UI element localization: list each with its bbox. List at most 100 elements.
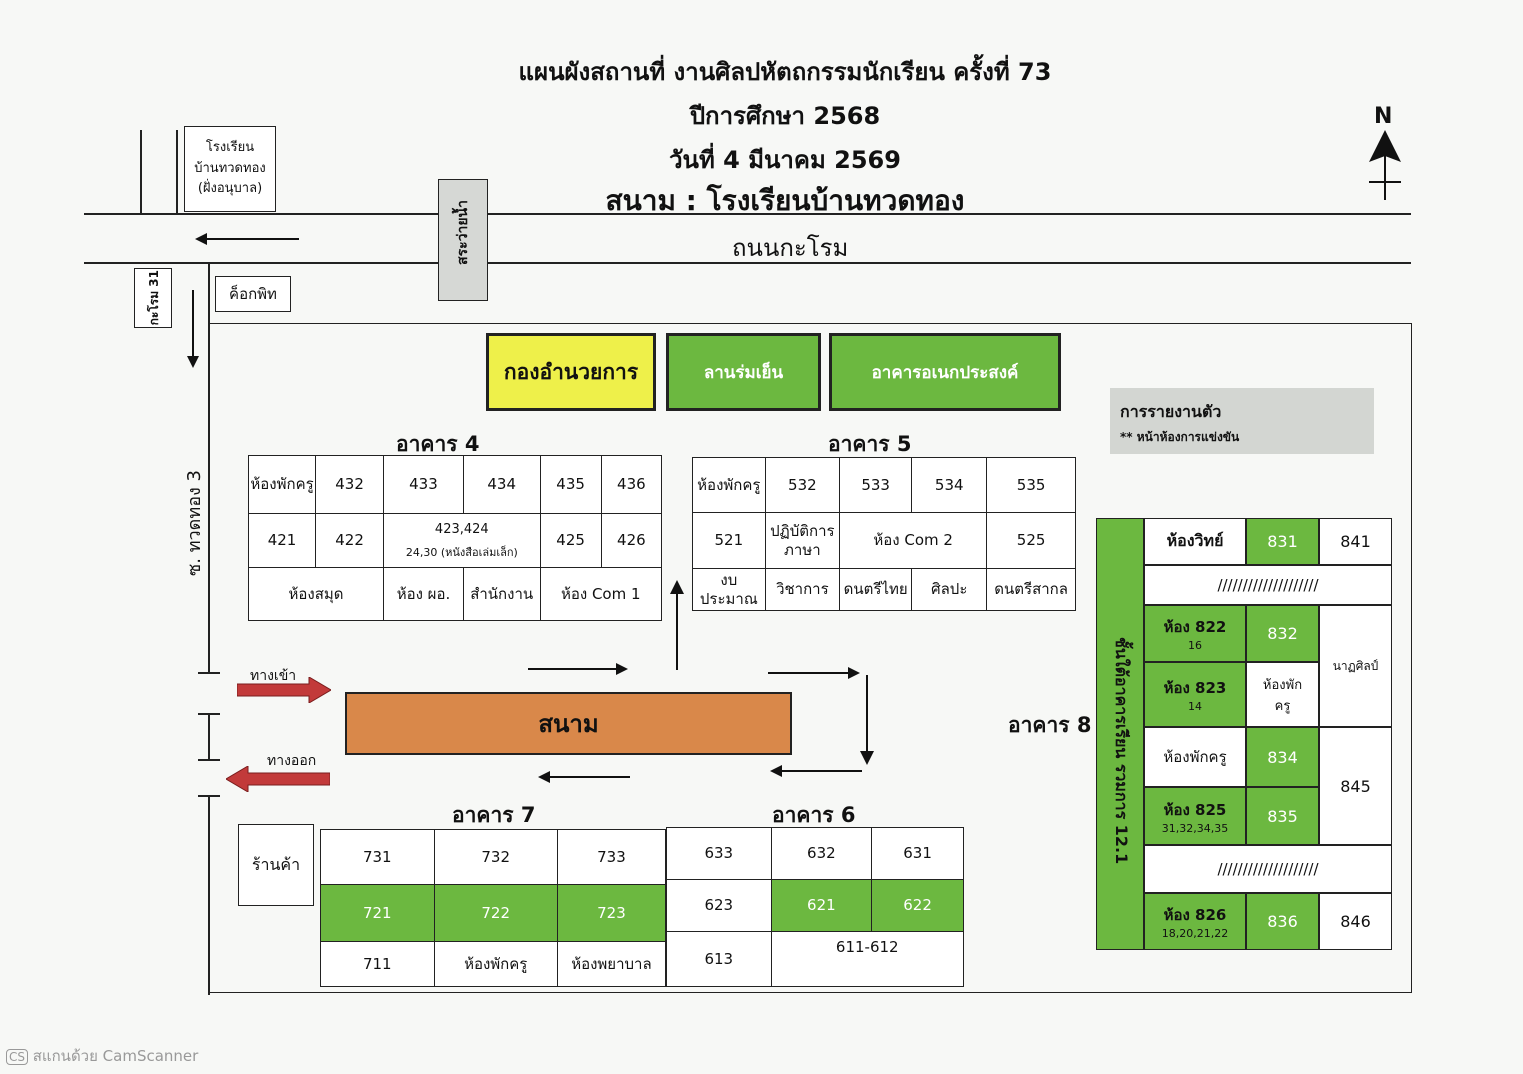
b5-thai-music: ดนตรีไทย — [839, 568, 913, 611]
b8-teacher-room: ห้องพักครู — [1144, 727, 1246, 787]
title-venue: สนาม : โรงเรียนบ้านทวดทอง — [605, 184, 965, 217]
b6-room-611-612: 611-612 — [770, 931, 965, 987]
b5-com2: ห้อง Com 2 — [839, 512, 988, 569]
b8-822-note: 16 — [1188, 639, 1202, 652]
building5-name: อาคาร 5 — [828, 432, 912, 456]
b7-room-721: 721 — [320, 884, 435, 942]
store-box: ร้านค้า — [238, 824, 314, 906]
b6-room-622: 622 — [871, 879, 964, 932]
gate-tick-4 — [198, 795, 220, 797]
soi-line-lower — [208, 795, 210, 995]
side-street-label: ซ. ทวดทอง 3 — [184, 470, 205, 576]
b8-834-label: 834 — [1267, 747, 1298, 767]
gate-tick-2 — [198, 713, 220, 715]
b4-room-436: 436 — [600, 455, 663, 514]
b4-office: สำนักงาน — [462, 567, 541, 621]
b7-room-731: 731 — [320, 829, 435, 885]
title-line-2: ปีการศึกษา 2568 — [689, 102, 881, 130]
cockpit-box: ค็อกพิท — [215, 276, 291, 312]
road-arrow-left-icon — [195, 233, 299, 245]
north-arrow-icon — [1369, 130, 1401, 200]
pool-box: สระว่ายน้ำ — [438, 179, 488, 301]
sports-field: สนาม — [345, 692, 792, 755]
b8-undercroft-label: ชั้นใต้อาคารเรียน รวมการ 12.1 — [1112, 637, 1131, 865]
b4-room-425: 425 — [539, 513, 602, 568]
b8-dance-room: นาฏศิลป์ — [1319, 605, 1392, 727]
plaza-label: ลานร่มเย็น — [703, 362, 784, 383]
flow-arrow-right-2-icon — [768, 667, 860, 679]
b8-823-note: 14 — [1188, 700, 1202, 713]
multipurpose-building: อาคารอเนกประสงค์ — [829, 333, 1061, 411]
flow-arrow-down-icon — [860, 675, 874, 765]
camscanner-watermark: CS สแกนด้วย CamScanner — [6, 1044, 198, 1068]
b8-room-846: 846 — [1319, 893, 1392, 950]
b8-room-825: ห้อง 825 31,32,34,35 — [1144, 787, 1246, 845]
b4-room-434: 434 — [462, 455, 541, 514]
main-road-label: ถนนกะโรม — [732, 234, 849, 262]
kindergarten-line-3: (ฝั่งอนุบาล) — [197, 181, 263, 197]
b8-teacher-room-small: ห้องพักครู — [1246, 662, 1319, 727]
b4-library: ห้องสมุด — [247, 567, 385, 621]
report-box: การรายงานตัว ** หน้าห้องการแข่งขัน — [1110, 388, 1374, 454]
b8-hatch-2-label: //////////////////// — [1217, 860, 1319, 878]
b7-nurse-room: ห้องพยาบาล — [556, 941, 667, 987]
flow-arrow-left-1-icon — [770, 765, 862, 777]
b8-hatch-2: //////////////////// — [1144, 845, 1392, 893]
b5-room-533: 533 — [839, 457, 913, 513]
b7-room-732: 732 — [433, 829, 558, 885]
b6-room-613: 613 — [666, 931, 772, 987]
b6-room-631: 631 — [871, 827, 964, 880]
b5-art: ศิลปะ — [911, 568, 988, 611]
flow-arrow-left-2-icon — [538, 771, 630, 783]
b4-room-423-note: 24,30 (หนังสือเล่มเล็ก) — [405, 545, 518, 559]
b5-academic: วิชาการ — [764, 568, 841, 611]
kindergarten-line-1: โรงเรียน — [205, 139, 255, 155]
b8-825-label: ห้อง 825 — [1163, 800, 1227, 819]
street-arrow-down-icon — [187, 290, 199, 368]
b7-teacher-room: ห้องพักครู — [433, 941, 558, 987]
building7-table: 731 732 733 721 722 723 711 ห้องพักครู ห… — [320, 829, 667, 987]
b5-room-532: 532 — [764, 457, 841, 513]
building6-table: 633 632 631 623 621 622 613 611-612 — [666, 827, 965, 987]
b8-831-label: 831 — [1267, 532, 1298, 551]
b5-room-535: 535 — [986, 457, 1076, 513]
b4-director-room: ห้อง ผอ. — [383, 567, 464, 621]
b5-room-534: 534 — [911, 457, 988, 513]
b5-room-521: 521 — [692, 512, 766, 569]
b8-845-label: 845 — [1340, 776, 1371, 796]
b8-835-label: 835 — [1267, 806, 1298, 826]
report-note: ** หน้าห้องการแข่งขัน — [1120, 430, 1240, 444]
b4-room-422: 422 — [315, 513, 385, 568]
b6-room-621: 621 — [770, 879, 873, 932]
field-label: สนาม — [538, 710, 599, 738]
b4-room-423-424: 423,424 24,30 (หนังสือเล่มเล็ก) — [383, 513, 541, 568]
street-right-edge — [176, 130, 178, 215]
b8-teacher-label: ห้องพักครู — [1163, 748, 1227, 766]
b4-room-435: 435 — [539, 455, 602, 514]
b8-hatch-1-label: //////////////////// — [1217, 576, 1319, 594]
b6-room-633: 633 — [666, 827, 772, 880]
kindergarten-box: โรงเรียน บ้านทวดทอง (ฝั่งอนุบาล) — [184, 126, 276, 212]
karom31-label: กะโรม 31 — [146, 270, 161, 326]
b4-room-423-label: 423,424 — [434, 521, 489, 537]
b4-teacher-room: ห้องพักครู — [247, 455, 317, 514]
b4-room-426: 426 — [600, 513, 663, 568]
b7-room-733: 733 — [556, 829, 667, 885]
b6-room-623: 623 — [666, 879, 772, 932]
b7-room-723: 723 — [556, 884, 667, 942]
entrance-arrow-icon — [237, 677, 331, 703]
building4-name: อาคาร 4 — [396, 432, 480, 456]
b4-room-421: 421 — [247, 513, 317, 568]
kindergarten-line-2: บ้านทวดทอง — [194, 160, 266, 176]
gate-tick-3 — [198, 759, 220, 761]
camscanner-logo-icon: CS — [6, 1049, 28, 1065]
b8-hatch-1: //////////////////// — [1144, 565, 1392, 605]
b5-language-lab: ปฏิบัติการภาษา — [764, 512, 841, 569]
b8-room-831: 831 — [1246, 518, 1319, 565]
b8-846-label: 846 — [1340, 912, 1371, 931]
b4-room-433: 433 — [383, 455, 464, 514]
plaza-building: ลานร่มเย็น — [666, 333, 821, 411]
road-top-line — [84, 213, 1411, 215]
road-bottom-line — [84, 262, 1411, 264]
